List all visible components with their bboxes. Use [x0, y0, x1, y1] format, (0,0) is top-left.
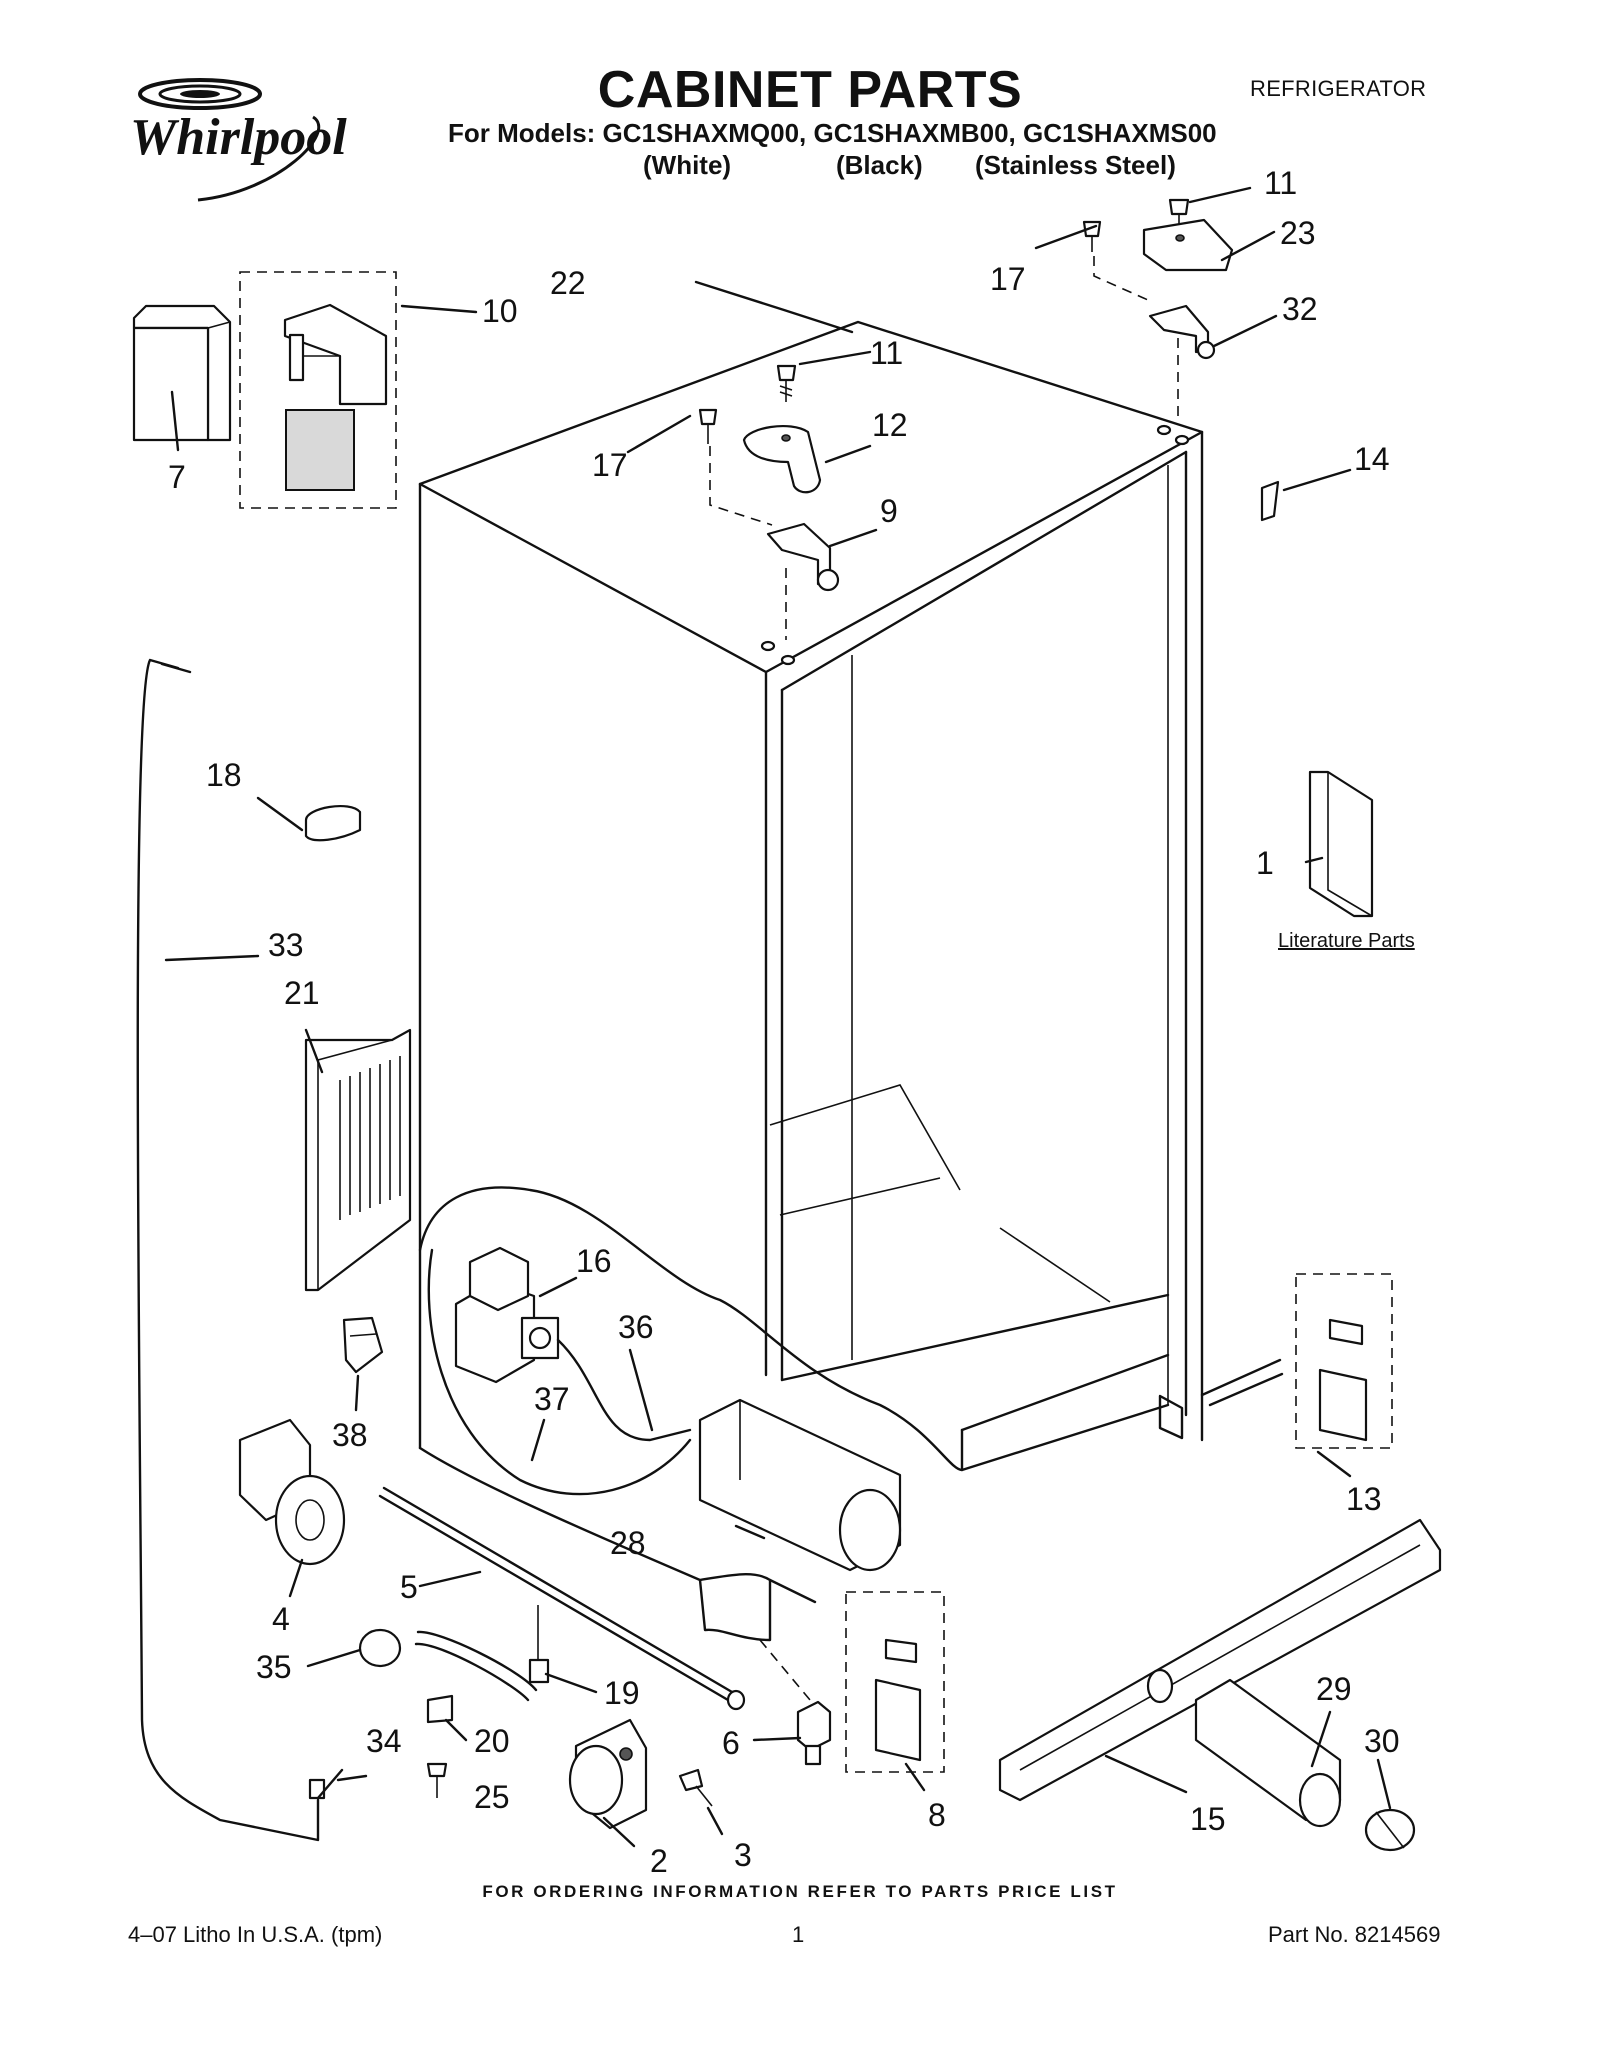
part-16-water-valve: [454, 1246, 560, 1384]
part-17-screw-left: [698, 408, 773, 526]
callout-29: 29: [1316, 1671, 1352, 1707]
callout-3: 3: [734, 1837, 752, 1873]
callout-13: 13: [1346, 1481, 1382, 1517]
part-13-kit: [1295, 1273, 1393, 1449]
part-12-hinge-cover: [742, 424, 822, 494]
part-7-cover: [132, 304, 232, 442]
callout-36: 36: [618, 1309, 654, 1345]
callout-8: 8: [928, 1797, 946, 1833]
whirlpool-logo: Whirlpool: [130, 78, 347, 202]
callout-2: 2: [650, 1843, 668, 1879]
brand-wordmark: Whirlpool: [130, 109, 347, 166]
part-28-filter-housing: [698, 1398, 902, 1572]
part-25-screw: [426, 1762, 448, 1798]
callout-17-right: 17: [990, 261, 1026, 297]
part-11-screw-left: [776, 364, 797, 402]
part-33-water-tube: [136, 658, 326, 1842]
callout-5: 5: [400, 1569, 418, 1605]
callout-32: 32: [1282, 291, 1318, 327]
part-14-plug: [1260, 480, 1280, 522]
variant-black: (Black): [836, 150, 923, 180]
ordering-note: FOR ORDERING INFORMATION REFER TO PARTS …: [482, 1882, 1118, 1901]
part-2-bracket: [568, 1718, 648, 1830]
litho-info: 4–07 Litho In U.S.A. (tpm): [128, 1922, 383, 1947]
callout-30: 30: [1364, 1723, 1400, 1759]
callout-34: 34: [366, 1723, 402, 1759]
part-number: Part No. 8214569: [1268, 1922, 1441, 1947]
part-29-water-filter: [1194, 1678, 1342, 1828]
part-20-clip: [426, 1694, 454, 1724]
part-10-kit: [239, 271, 397, 509]
appliance-category: REFRIGERATOR: [1250, 76, 1427, 101]
callout-20: 20: [474, 1723, 510, 1759]
part-35-spacer: [358, 1628, 402, 1668]
part-36-tube: [556, 1338, 692, 1442]
callout-11-left: 11: [870, 335, 903, 371]
callout-16: 16: [576, 1243, 612, 1279]
callout-23: 23: [1280, 215, 1316, 251]
part-1-literature: [1308, 770, 1374, 918]
callout-28: 28: [610, 1525, 646, 1561]
part-17-screw-right: [1082, 220, 1149, 301]
part-15-base-grille: [998, 1518, 1442, 1802]
part-23-hinge-cover: [1142, 218, 1234, 272]
callout-14: 14: [1354, 441, 1390, 477]
callout-10: 10: [482, 293, 518, 329]
callout-17-left: 17: [592, 447, 628, 483]
callout-18: 18: [206, 757, 242, 793]
part-37-tube: [427, 1248, 692, 1496]
part-38-bracket: [342, 1316, 384, 1374]
cabinet-shell: [418, 320, 1284, 1642]
part-30-filter-cap: [1364, 1808, 1416, 1852]
callout-21: 21: [284, 975, 320, 1011]
callout-33: 33: [268, 927, 304, 963]
callout-19: 19: [604, 1675, 640, 1711]
page-title: CABINET PARTS: [597, 61, 1023, 119]
part-21-grille: [304, 1028, 412, 1292]
literature-parts-label: Literature Parts: [1278, 930, 1415, 952]
callout-1: 1: [1256, 845, 1274, 881]
callout-11-right: 11: [1264, 165, 1297, 201]
part-9-hinge-bracket: [766, 522, 840, 640]
page-number: 1: [792, 1922, 805, 1947]
callout-22: 22: [550, 265, 586, 301]
variant-white: (White): [643, 150, 732, 180]
callout-35: 35: [256, 1649, 292, 1685]
part-19-elbow: [414, 1605, 550, 1702]
callout-37: 37: [534, 1381, 570, 1417]
leader-lines: [164, 186, 1392, 1848]
part-18-clip: [304, 804, 362, 842]
part-8-kit: [845, 1591, 945, 1773]
callout-25: 25: [474, 1779, 510, 1815]
callout-6: 6: [722, 1725, 740, 1761]
part-32-hinge-bracket: [1148, 304, 1216, 420]
callout-12: 12: [872, 407, 908, 443]
model-numbers: For Models: GC1SHAXMQ00, GC1SHAXMB00, GC…: [448, 118, 1217, 148]
part-4-roller: [238, 1418, 346, 1566]
callout-15: 15: [1190, 1801, 1226, 1837]
callout-38: 38: [332, 1417, 368, 1453]
callout-4: 4: [272, 1601, 290, 1637]
callout-9: 9: [880, 493, 898, 529]
callout-labels: 1 2 3 4 5 6 7 8 9 10 11 11 12 13 14 15 1…: [168, 165, 1400, 1879]
grille-slots: [339, 1056, 401, 1220]
part-3-screw: [678, 1768, 713, 1807]
variant-stainless: (Stainless Steel): [975, 150, 1176, 180]
part-6-foot: [759, 1639, 832, 1766]
callout-7: 7: [168, 459, 186, 495]
part-5-rod: [378, 1486, 746, 1711]
